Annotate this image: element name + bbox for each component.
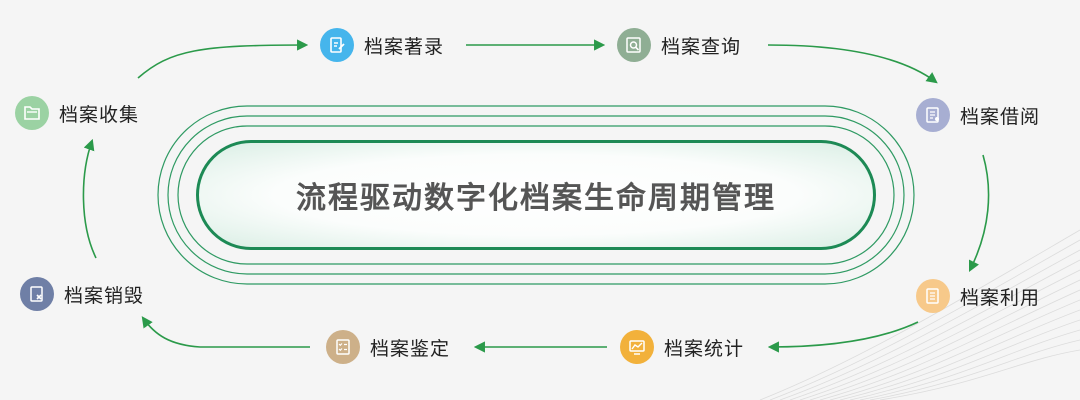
- stage-label: 档案鉴定: [370, 337, 451, 360]
- stage-collect: 档案收集: [15, 95, 139, 131]
- stage-borrow: 档案借阅: [916, 97, 1040, 133]
- stage-stats: 档案统计: [620, 329, 744, 365]
- document-delete-icon: [20, 277, 54, 311]
- stage-label: 档案利用: [960, 286, 1041, 309]
- inner-ring: [177, 125, 895, 265]
- stage-appraise: 档案鉴定: [326, 329, 450, 365]
- arrow-query-to-borrow: [767, 44, 938, 84]
- diagram-title: 流程驱动数字化档案生命周期管理: [296, 181, 776, 216]
- stage-use: 档案利用: [916, 278, 1040, 314]
- stage-label: 档案销毁: [64, 284, 145, 307]
- stage-label: 档案统计: [664, 337, 745, 360]
- arrow-appraise-to-destroy: [141, 316, 310, 348]
- stage-label: 档案收集: [59, 103, 140, 126]
- document-list-icon: [916, 279, 950, 313]
- arrow-borrow-to-use: [968, 154, 990, 273]
- outer-ring: [157, 105, 915, 285]
- stage-label: 档案借阅: [960, 105, 1041, 128]
- middle-ring: [167, 115, 905, 275]
- arrow-use-to-stats: [767, 321, 919, 353]
- document-view-icon: [916, 98, 950, 132]
- arrow-collect-to-catalog: [137, 39, 309, 79]
- stage-label: 档案著录: [364, 35, 445, 58]
- edit-document-icon: [320, 28, 354, 62]
- checklist-icon: [326, 330, 360, 364]
- stage-catalog: 档案著录: [320, 27, 444, 63]
- stage-query: 档案查询: [617, 27, 741, 63]
- stage-destroy: 档案销毁: [20, 276, 144, 312]
- arrow-destroy-to-collect: [82, 138, 97, 259]
- chart-screen-icon: [620, 330, 654, 364]
- folder-icon: [15, 96, 49, 130]
- center-title-pill: 流程驱动数字化档案生命周期管理: [196, 140, 876, 250]
- search-document-icon: [617, 28, 651, 62]
- stage-label: 档案查询: [661, 35, 742, 58]
